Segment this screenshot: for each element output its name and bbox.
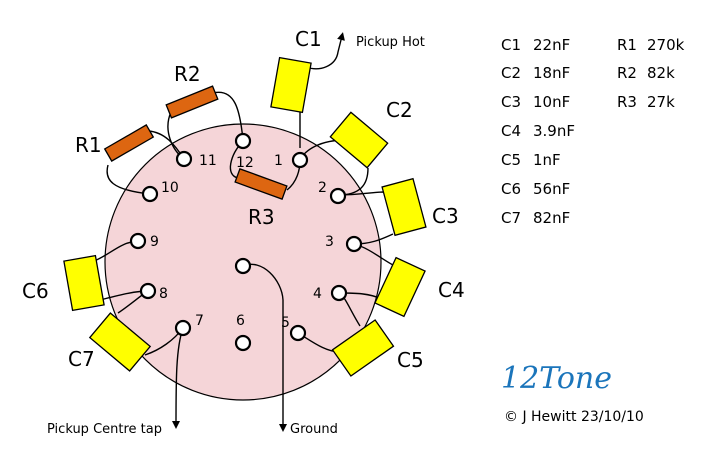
component-labels: C1 C2 C3 C4 C5 C6 C7 R1 R2 R3 — [22, 27, 465, 372]
resistors — [103, 85, 288, 200]
capacitor-c1 — [270, 56, 312, 114]
capacitor-c6 — [63, 254, 105, 312]
pin-label: 1 — [274, 153, 283, 169]
c1-label: C1 — [295, 27, 322, 51]
c7-label: C7 — [68, 347, 95, 371]
resistor-r1 — [103, 124, 155, 162]
table-cap-value: 82nF — [533, 209, 570, 227]
ground-label: Ground — [290, 422, 338, 437]
pin-label: 12 — [236, 155, 254, 171]
pin-3 — [345, 235, 363, 253]
pin-7 — [174, 319, 192, 337]
table-cap-name: C3 — [501, 93, 521, 111]
capacitor-c7 — [88, 312, 152, 372]
pin-label: 9 — [150, 234, 159, 250]
pin-12 — [234, 132, 252, 150]
pin-11 — [175, 150, 193, 168]
r3-label: R3 — [248, 205, 275, 229]
table-cap-value: 1nF — [533, 151, 561, 169]
pin-labels: 1 2 3 4 5 6 7 8 9 10 11 12 — [150, 153, 334, 331]
pin-1 — [291, 151, 309, 169]
pin-label: 2 — [318, 180, 327, 196]
table-res-value: 82k — [647, 64, 675, 82]
table-cap-value: 18nF — [533, 64, 570, 82]
pickup-hot-label: Pickup Hot — [356, 35, 425, 50]
pin-label: 5 — [281, 315, 290, 331]
c6-label: C6 — [22, 279, 49, 303]
table-res-name: R2 — [617, 64, 637, 82]
pin-label: 10 — [161, 180, 179, 196]
table-res-name: R1 — [617, 36, 637, 54]
pin-4 — [330, 284, 348, 302]
table-cap-value: 10nF — [533, 93, 570, 111]
capacitor-c5 — [331, 319, 395, 377]
pin-label: 3 — [325, 234, 334, 250]
pin-label: 7 — [195, 313, 204, 329]
component-values-table: C1 22nF C2 18nF C3 10nF C4 3.9nF C5 1nF … — [501, 36, 685, 227]
pin-label: 6 — [236, 313, 245, 329]
table-cap-name: C2 — [501, 64, 521, 82]
table-cap-name: C7 — [501, 209, 521, 227]
capacitors — [63, 56, 427, 377]
table-cap-value: 3.9nF — [533, 122, 575, 140]
r1-label: R1 — [75, 133, 102, 157]
pin-label: 8 — [159, 286, 168, 302]
table-cap-name: C1 — [501, 36, 521, 54]
table-cap-value: 56nF — [533, 180, 570, 198]
pin-5 — [289, 324, 307, 342]
pin-6 — [234, 334, 252, 352]
credit-line: © J Hewitt 23/10/10 — [504, 409, 644, 425]
table-cap-name: C6 — [501, 180, 521, 198]
capacitor-c3 — [381, 177, 427, 237]
capacitor-c4 — [374, 256, 426, 318]
pickup-centre-tap-label: Pickup Centre tap — [47, 422, 162, 437]
pin-label: 11 — [199, 153, 217, 169]
pin-common — [234, 257, 252, 275]
resistor-r2 — [165, 85, 219, 119]
c3-label: C3 — [432, 204, 459, 228]
resistor-r3 — [234, 168, 288, 200]
pin-2 — [329, 187, 347, 205]
pin-8 — [139, 282, 157, 300]
c5-label: C5 — [397, 348, 424, 372]
c2-label: C2 — [386, 98, 413, 122]
pin-10 — [141, 185, 159, 203]
table-res-value: 270k — [647, 36, 685, 54]
wire-r2-pin12 — [212, 91, 244, 141]
table-res-value: 27k — [647, 93, 675, 111]
c4-label: C4 — [438, 278, 465, 302]
pin-9 — [129, 232, 147, 250]
table-res-name: R3 — [617, 93, 637, 111]
r2-label: R2 — [174, 62, 201, 86]
pin-label: 4 — [313, 286, 322, 302]
switch-pins — [129, 132, 363, 352]
table-cap-name: C4 — [501, 122, 521, 140]
table-cap-name: C5 — [501, 151, 521, 169]
terminal-labels: Pickup Hot Pickup Centre tap Ground — [47, 35, 425, 437]
capacitor-c2 — [329, 111, 389, 169]
wire-r1-pin10 — [106, 164, 151, 195]
table-cap-value: 22nF — [533, 36, 570, 54]
brand-title: 12Tone — [501, 361, 612, 396]
